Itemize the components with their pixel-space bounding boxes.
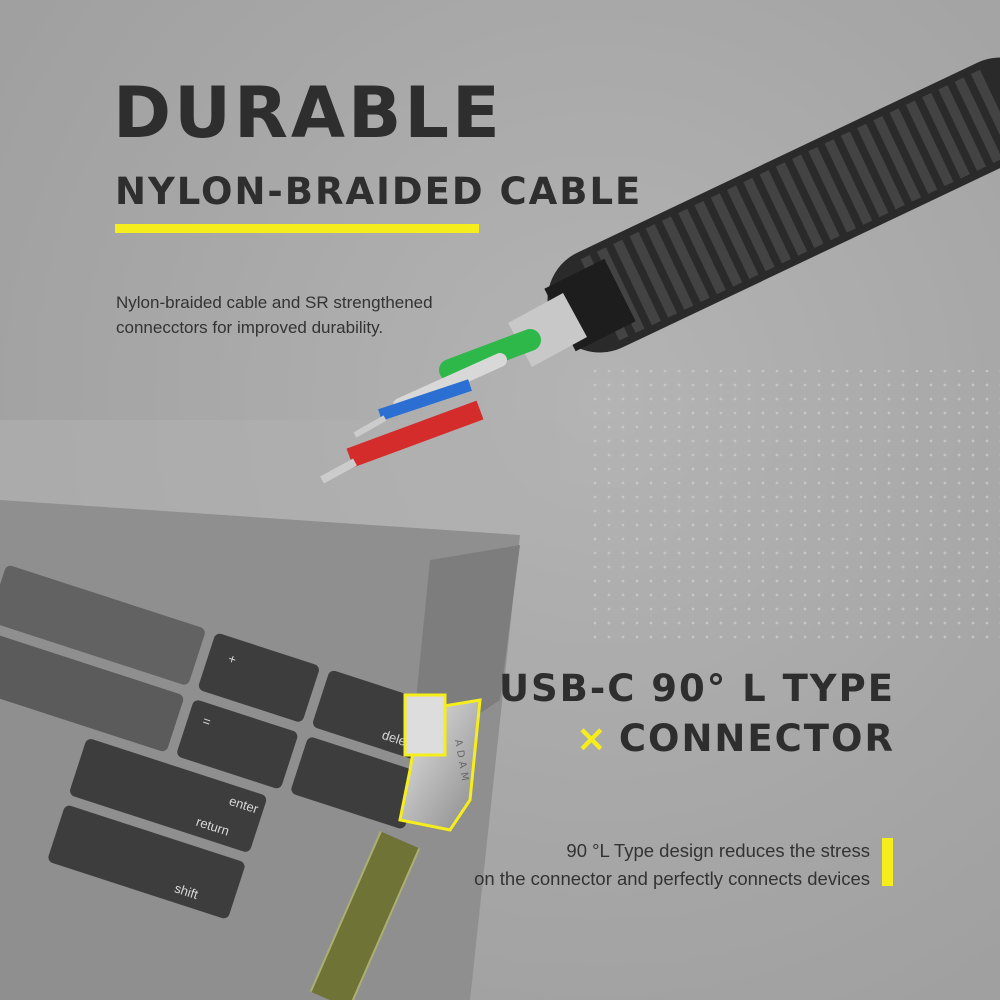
description-line: connecctors for improved durability. [116,318,384,337]
durability-description: Nylon-braided cable and SR strengthened … [116,290,433,340]
feature-description: 90 °L Type design reduces the stress on … [474,837,870,893]
feature-title-line2: CONNECTOR [618,717,895,760]
description-line: 90 °L Type design reduces the stress [566,840,870,861]
page-title: DURABLE [113,72,503,154]
key-shift: shift [173,880,201,902]
accent-bar [882,838,893,886]
key-plus: + [226,651,238,668]
braided-cable [320,57,1000,484]
page-subtitle: NYLON-BRAIDED CABLE [115,170,643,213]
description-line: on the connector and perfectly connects … [474,868,870,889]
feature-title: USB-C 90° L TYPE ×CONNECTOR [499,664,895,764]
title-underline [115,224,479,233]
x-mark-icon: × [575,717,609,760]
feature-title-line1: USB-C 90° L TYPE [498,667,895,710]
description-line: Nylon-braided cable and SR strengthened [116,293,433,312]
key-equals: = [201,713,213,730]
l-connector: ADAM [309,693,482,1000]
dot-pattern [585,370,1000,640]
